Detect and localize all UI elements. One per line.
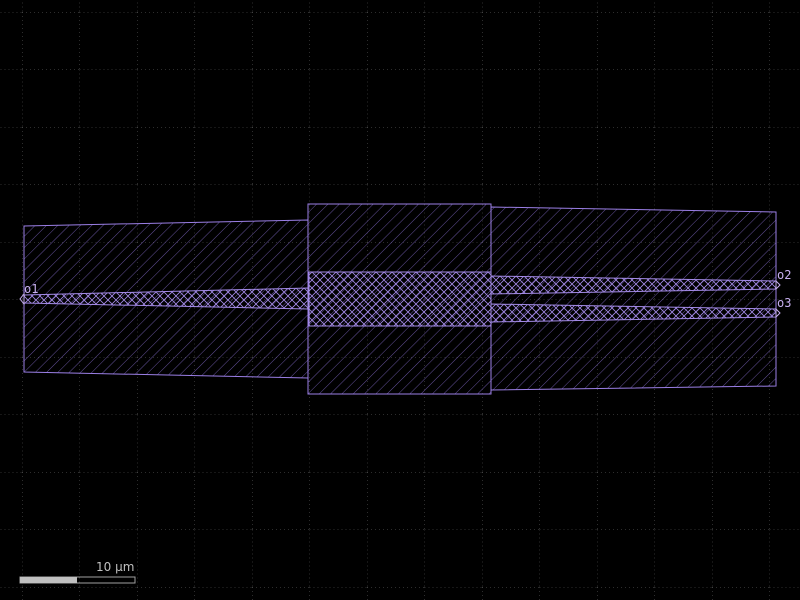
port-marker-icon <box>775 307 781 319</box>
port-o3[interactable]: o3 <box>775 296 791 319</box>
port-o2[interactable]: o2 <box>775 268 791 291</box>
scale-bar: 10 µm <box>19 560 136 584</box>
scale-bar-fill <box>20 577 77 583</box>
scale-bar-label: 10 µm <box>96 560 134 574</box>
cladding-right-section[interactable] <box>490 206 777 391</box>
port-label: o2 <box>777 268 791 282</box>
port-marker-icon <box>775 279 781 291</box>
port-label: o1 <box>24 282 38 296</box>
port-label: o3 <box>777 296 791 310</box>
port-o1[interactable]: o1 <box>19 282 38 306</box>
port-marker-icon <box>19 292 25 306</box>
mmi-body[interactable] <box>308 271 492 327</box>
